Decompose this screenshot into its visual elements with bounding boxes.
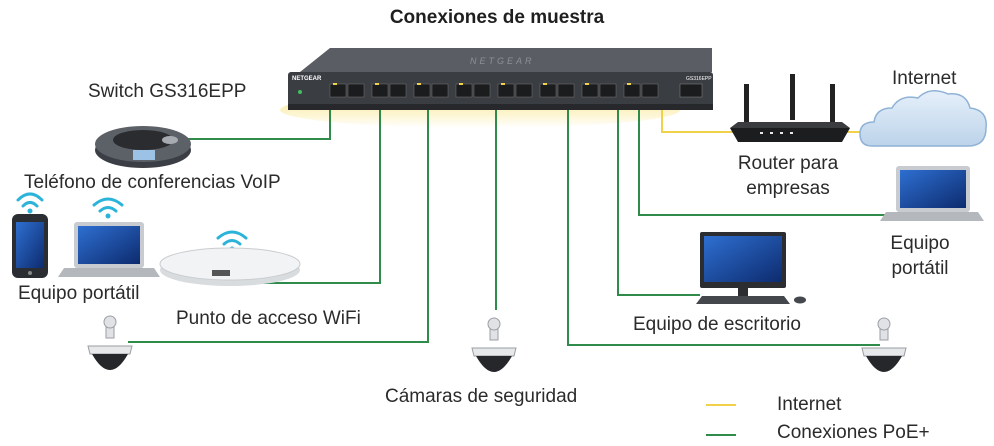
switch-device: NETGEAR NETGEAR GS316EPP bbox=[288, 48, 713, 110]
poe-line-camera-left bbox=[128, 92, 429, 343]
internet-label: Internet bbox=[892, 68, 957, 89]
cameras-label: Cámaras de seguridad bbox=[385, 386, 578, 407]
router-label-line2: empresas bbox=[746, 178, 830, 199]
laptop-right-graphic bbox=[880, 166, 984, 221]
switch-sfp-port bbox=[679, 83, 703, 98]
voip-phone-label: Teléfono de conferencias VoIP bbox=[24, 172, 281, 193]
router-graphic bbox=[730, 74, 850, 142]
legend-poe-label: Conexiones PoE+ bbox=[777, 422, 930, 443]
portable-left-label: Equipo portátil bbox=[18, 283, 140, 304]
laptop-left-graphic bbox=[58, 222, 160, 277]
poe-line-camera-right bbox=[567, 92, 880, 346]
laptop-right-label-line1: Equipo bbox=[890, 233, 950, 254]
camera-center-graphic bbox=[471, 317, 517, 372]
switch-top bbox=[300, 48, 712, 72]
legend-internet-label: Internet bbox=[777, 394, 842, 415]
port-leds bbox=[333, 83, 631, 85]
voip-phone-graphic bbox=[95, 126, 191, 168]
switch-label: Switch GS316EPP bbox=[88, 81, 247, 102]
poe-line-desktop bbox=[617, 92, 700, 296]
camera-right-graphic bbox=[861, 317, 907, 372]
camera-left-graphic bbox=[87, 315, 133, 370]
legend-internet-swatch bbox=[706, 404, 736, 406]
diagram-title: Conexiones de muestra bbox=[389, 7, 605, 28]
wifi-icon bbox=[16, 192, 248, 246]
cloud-graphic bbox=[859, 90, 987, 147]
wifi-ap-label: Punto de acceso WiFi bbox=[176, 308, 361, 329]
wifi-ap-graphic bbox=[159, 247, 301, 286]
power-led bbox=[298, 90, 302, 94]
poe-line-laptop-right bbox=[638, 92, 895, 216]
laptop-right-label-line2: portátil bbox=[891, 258, 949, 279]
switch-model: GS316EPP bbox=[686, 76, 712, 82]
desktop-label: Equipo de escritorio bbox=[633, 314, 801, 335]
legend-poe-swatch bbox=[706, 434, 736, 436]
smartphone-graphic bbox=[12, 214, 48, 278]
switch-ports bbox=[329, 83, 659, 98]
switch-brand: NETGEAR bbox=[292, 76, 322, 82]
router-label-line1: Router para bbox=[737, 153, 839, 174]
switch-top-brand: NETGEAR bbox=[470, 56, 535, 66]
desktop-graphic bbox=[696, 232, 806, 304]
